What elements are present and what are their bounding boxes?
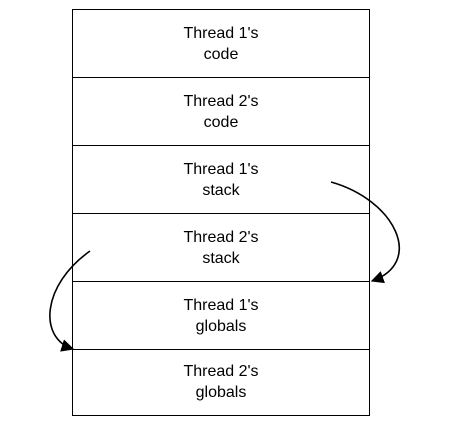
segment-label-line1: Thread 2's (183, 228, 259, 246)
segment-label-line2: stack (202, 249, 240, 267)
arrow-thread2-stack-to-thread2-globals (49, 250, 91, 352)
segment-label-line1: Thread 1's (183, 296, 259, 314)
segment-thread1-code: Thread 1's code (73, 10, 369, 78)
segment-label-line2: code (203, 45, 239, 63)
segment-label-line2: stack (202, 181, 240, 199)
segment-label-line1: Thread 1's (183, 24, 259, 42)
segment-label-line2: globals (195, 384, 247, 401)
segment-label-line1: Thread 1's (183, 160, 259, 178)
segment-label-line2: code (203, 113, 239, 131)
segment-thread2-stack: Thread 2's stack (73, 214, 369, 282)
segment-thread2-code: Thread 2's code (73, 78, 369, 146)
memory-layout-diagram: Thread 1's code Thread 2's code Thread 1… (72, 9, 370, 416)
segment-label-line2: globals (195, 317, 247, 335)
segment-thread1-globals: Thread 1's globals (73, 282, 369, 350)
segment-label-line1: Thread 2's (183, 92, 259, 110)
segment-label-line1: Thread 2's (183, 363, 259, 380)
segment-thread1-stack: Thread 1's stack (73, 146, 369, 214)
segment-thread2-globals: Thread 2's globals (73, 350, 369, 414)
arrow-thread1-stack-to-thread1-globals (330, 181, 401, 284)
